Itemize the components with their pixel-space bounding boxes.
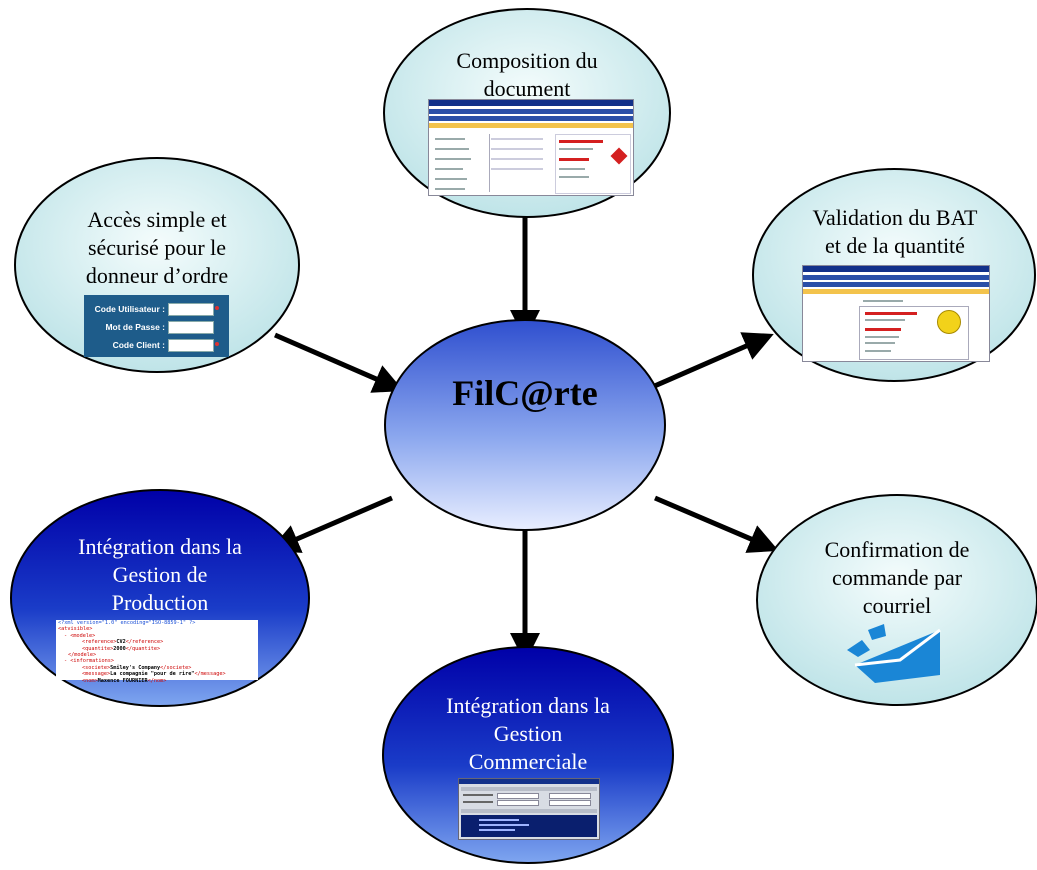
- production-line-2: Gestion de: [112, 562, 208, 587]
- node-commerciale: [382, 646, 674, 864]
- arrow-center-to-confirmation: [654, 495, 779, 553]
- password-field: [168, 321, 214, 334]
- smiley-icon: [937, 310, 961, 334]
- node-center: [384, 319, 666, 531]
- commerciale-line-1: Intégration dans la: [446, 693, 610, 718]
- arrow-center-to-production: [269, 495, 393, 553]
- arrow-acces-to-center: [274, 332, 404, 393]
- login-form: Code Utilisateur : Mot de Passe : Code C…: [84, 295, 229, 357]
- production-label: Intégration dans la Gestion de Productio…: [40, 533, 280, 617]
- user-label: Code Utilisateur :: [94, 304, 165, 314]
- acces-line-3: donneur d’ordre: [85, 263, 229, 288]
- arrow-center-to-validation: [649, 332, 774, 391]
- password-label: Mot de Passe :: [105, 322, 165, 332]
- composition-label: Composition du document: [417, 47, 637, 103]
- login-row-user: Code Utilisateur :: [84, 302, 229, 316]
- center-title: FilC@rte: [452, 373, 598, 413]
- node-confirmation: [756, 494, 1037, 706]
- acces-line-2: sécurisé pour le: [87, 235, 227, 260]
- login-row-client: Code Client :: [84, 338, 229, 352]
- required-marker: [215, 306, 219, 310]
- envelope-icon: [847, 624, 941, 683]
- composition-screenshot: [428, 99, 634, 196]
- confirmation-label: Confirmation de commande par courriel: [787, 536, 1007, 620]
- confirmation-line-1: Confirmation de: [824, 537, 970, 562]
- commerciale-line-2: Gestion: [493, 721, 563, 746]
- acces-label: Accès simple et sécurisé pour le donneur…: [52, 206, 262, 290]
- client-field: [168, 339, 214, 352]
- acces-line-1: Accès simple et: [87, 207, 227, 232]
- client-label: Code Client :: [112, 340, 165, 350]
- composition-line-1: Composition du: [456, 48, 598, 73]
- commerciale-line-3: Commerciale: [468, 749, 588, 774]
- validation-label: Validation du BAT et de la quantité: [784, 204, 1006, 260]
- xml-document-image: <?xml version="1.0" encoding="ISO-8859-1…: [56, 620, 258, 684]
- login-row-password: Mot de Passe :: [84, 320, 229, 334]
- confirmation-line-3: courriel: [862, 593, 932, 618]
- commerciale-label: Intégration dans la Gestion Commerciale: [408, 692, 648, 776]
- required-marker: [215, 342, 219, 346]
- confirmation-line-2: commande par: [831, 565, 963, 590]
- composition-line-2: document: [483, 76, 571, 101]
- commercial-app-screenshot: [458, 778, 600, 840]
- production-line-1: Intégration dans la: [78, 534, 242, 559]
- user-field: [168, 303, 214, 316]
- production-line-3: Production: [111, 590, 209, 615]
- validation-screenshot: [802, 265, 990, 362]
- validation-line-1: Validation du BAT: [812, 205, 978, 230]
- validation-line-2: et de la quantité: [825, 233, 965, 258]
